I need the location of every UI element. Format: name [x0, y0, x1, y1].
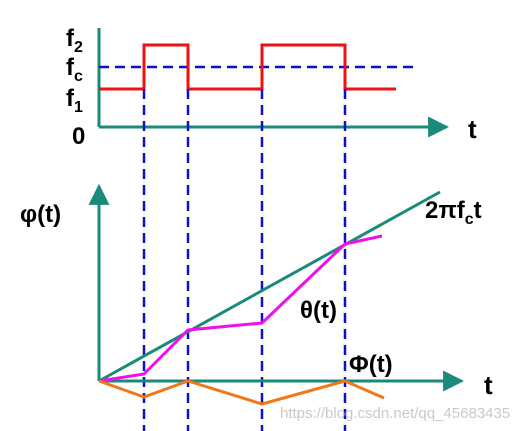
reference-line-label: 2πfct — [425, 197, 482, 228]
frequency-square-wave — [99, 43, 396, 91]
timing-guides — [142, 89, 347, 431]
f2-label: f2 — [66, 25, 83, 56]
capital-phi-label: Φ(t) — [349, 351, 393, 378]
watermark-text: https://blog.csdn.net/qq_45683435 — [280, 405, 510, 422]
phase-error-curve — [98, 379, 385, 406]
f1-label: f1 — [66, 85, 83, 116]
phase-time-axis-label: t — [484, 370, 493, 400]
origin-zero-label: 0 — [72, 123, 85, 150]
top-time-axis-label: t — [468, 114, 477, 144]
fc-label: fc — [66, 54, 83, 85]
reference-line-2pi-fc-t — [98, 190, 441, 383]
bottom-phase-panel: φ(t) 2πfct θ(t) Φ(t) t — [20, 183, 493, 406]
theta-curve — [98, 234, 383, 383]
theta-label: θ(t) — [300, 297, 337, 324]
phi-axis-label: φ(t) — [20, 201, 61, 228]
top-frequency-panel: f2 fc f1 0 t — [66, 25, 477, 150]
